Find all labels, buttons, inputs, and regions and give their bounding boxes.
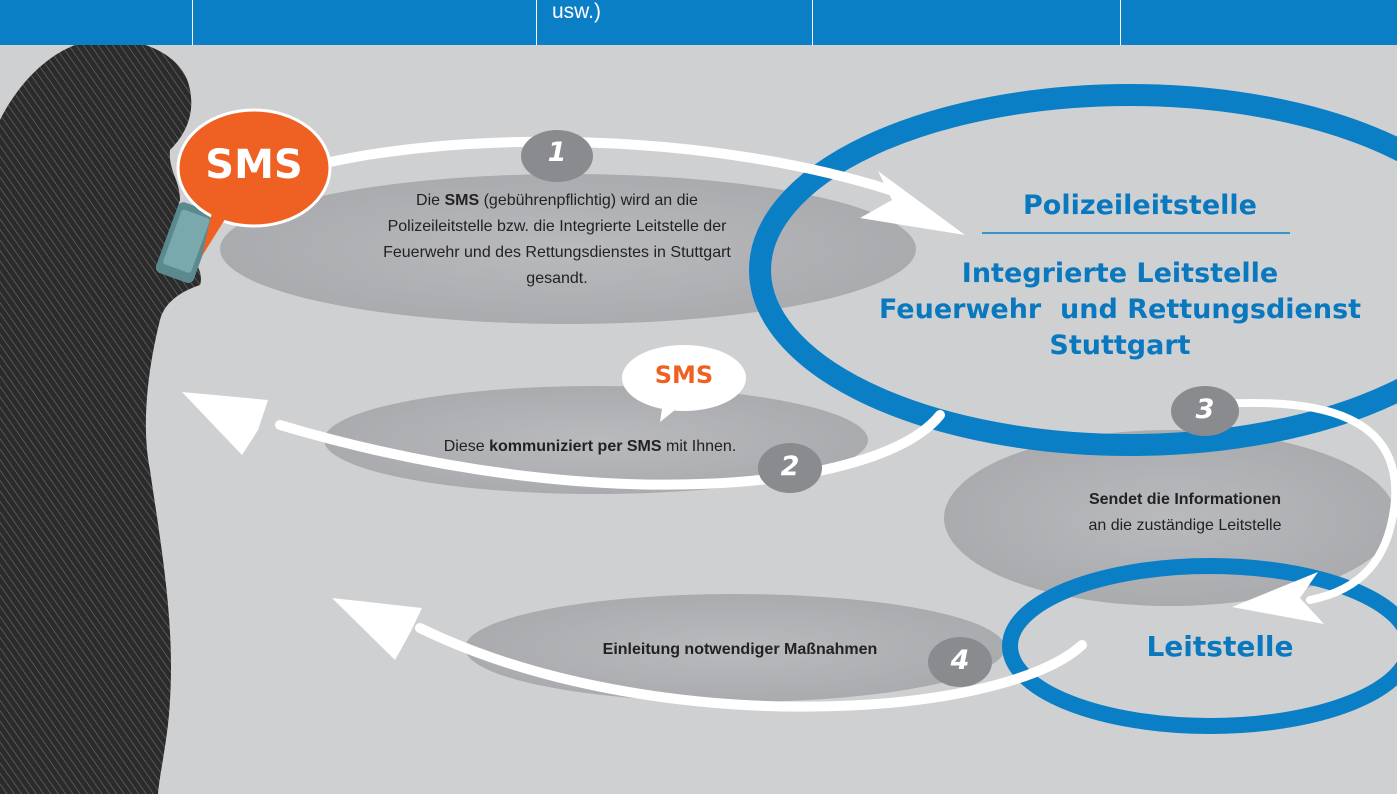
integrated-line3: Stuttgart xyxy=(1049,330,1191,361)
step1-prefix: Die xyxy=(416,192,445,209)
central-ring xyxy=(749,84,1397,456)
step2-prefix: Diese xyxy=(443,438,490,455)
step2-badge xyxy=(758,443,822,493)
header-divider xyxy=(536,0,537,45)
header-text-fragment: usw.) xyxy=(552,0,602,23)
arrow-step2-head xyxy=(182,392,268,455)
step4-bold: Einleitung notwendiger Maßnahmen xyxy=(602,641,878,658)
sms-bubble-reply-tail xyxy=(660,402,680,422)
sms-bubble-reply xyxy=(622,345,746,411)
integrated-control-center: Integrierte Leitstelle Feuerwehr und Ret… xyxy=(850,256,1390,364)
step3-background xyxy=(944,430,1396,606)
step3-text: an die zuständige Leitstelle xyxy=(1088,517,1282,534)
step4-badge xyxy=(928,637,992,687)
step2-bold: kommuniziert per SMS xyxy=(489,438,662,455)
local-ring xyxy=(1002,558,1397,734)
integrated-line1: Integrierte Leitstelle xyxy=(961,258,1279,289)
step3-bold: Sendet die Informationen xyxy=(1088,491,1281,508)
arrow-step3 xyxy=(1201,398,1397,604)
step4-background xyxy=(465,594,1005,702)
step2-description: Diese kommuniziert per SMS mit Ihnen. xyxy=(410,434,770,460)
step3-description: Sendet die Informationen an die zuständi… xyxy=(1035,487,1335,539)
step1-bold: SMS xyxy=(444,192,480,209)
step1-description: Die SMS (gebührenpflichtig) wird an die … xyxy=(362,188,752,292)
step4-description: Einleitung notwendiger Maßnahmen xyxy=(520,637,960,663)
step2-text: mit Ihnen. xyxy=(661,438,737,455)
step1-badge xyxy=(521,130,593,182)
sms-bubble-reply-label: SMS xyxy=(654,361,714,389)
step1-number: 1 xyxy=(547,137,567,168)
arrow-step3-head xyxy=(1232,572,1324,624)
header-bar: usw.) xyxy=(0,0,1397,45)
police-control-center: Polizeileitstelle xyxy=(1023,190,1257,221)
step1-text: (gebührenpflichtig) wird an die Polizeil… xyxy=(383,192,731,287)
step3-number: 3 xyxy=(1195,394,1215,425)
header-divider xyxy=(192,0,193,45)
phone-icon xyxy=(155,202,216,284)
header-divider xyxy=(812,0,813,45)
step3-badge xyxy=(1171,386,1239,436)
header-divider xyxy=(1120,0,1121,45)
arrow-step2 xyxy=(275,410,945,490)
arrow-step4-head xyxy=(332,598,422,660)
sms-bubble-main xyxy=(176,108,332,228)
arrow-step1-head xyxy=(860,171,965,235)
integrated-line2: Feuerwehr und Rettungsdienst xyxy=(878,294,1362,325)
sms-bubble-main-label: SMS xyxy=(205,142,303,188)
step1-background xyxy=(220,174,916,324)
local-control-center: Leitstelle xyxy=(1146,630,1294,663)
person-silhouette xyxy=(0,39,201,794)
arrow-step4 xyxy=(415,623,1087,712)
step4-number: 4 xyxy=(950,645,970,676)
step2-number: 2 xyxy=(780,451,800,482)
sms-bubble-main-tail xyxy=(202,208,232,256)
